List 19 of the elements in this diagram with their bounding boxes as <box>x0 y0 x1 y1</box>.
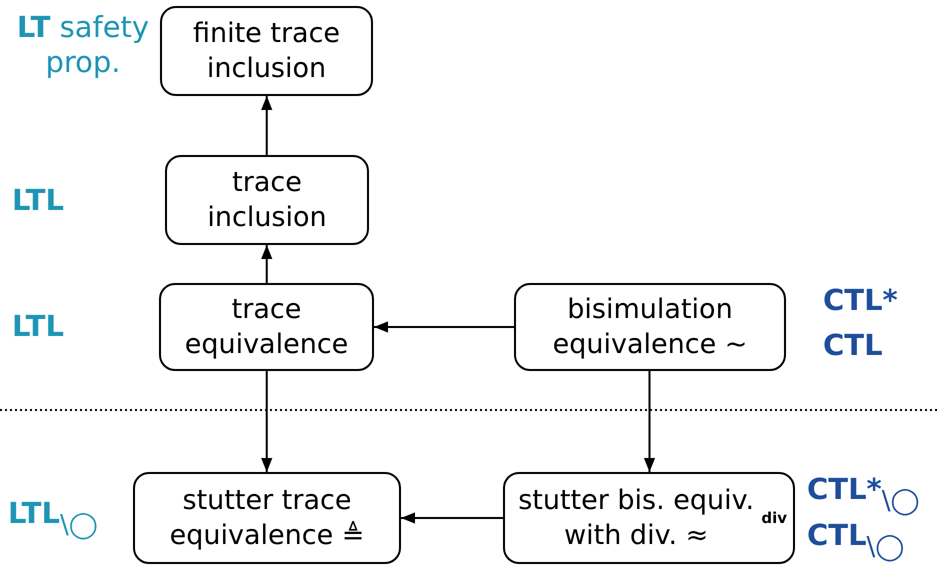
process-box: finite trace inclusion <box>160 6 373 96</box>
arrow <box>644 371 656 472</box>
process-box: trace inclusion <box>165 155 369 245</box>
arrow <box>401 512 503 524</box>
logic-label: LT safety prop. <box>16 10 150 80</box>
logic-label: CTL$_{\◯}$ <box>807 518 904 564</box>
logic-label: CTL <box>823 328 883 363</box>
arrow <box>261 245 272 283</box>
arrow <box>261 96 272 155</box>
logic-label: LTL <box>12 183 64 218</box>
logic-label: CTL*$_{\◯}$ <box>807 472 920 518</box>
logic-label: LTL$_{\◯}$ <box>8 496 98 542</box>
process-box: bisimulation equivalence ∼ <box>514 283 786 371</box>
arrow <box>261 371 272 472</box>
process-box: trace equivalence <box>159 283 374 371</box>
logic-label: LTL <box>12 309 64 344</box>
arrow <box>374 321 514 333</box>
process-box: stutter trace equivalence ≜ <box>133 472 401 564</box>
logic-label: CTL* <box>823 283 898 318</box>
